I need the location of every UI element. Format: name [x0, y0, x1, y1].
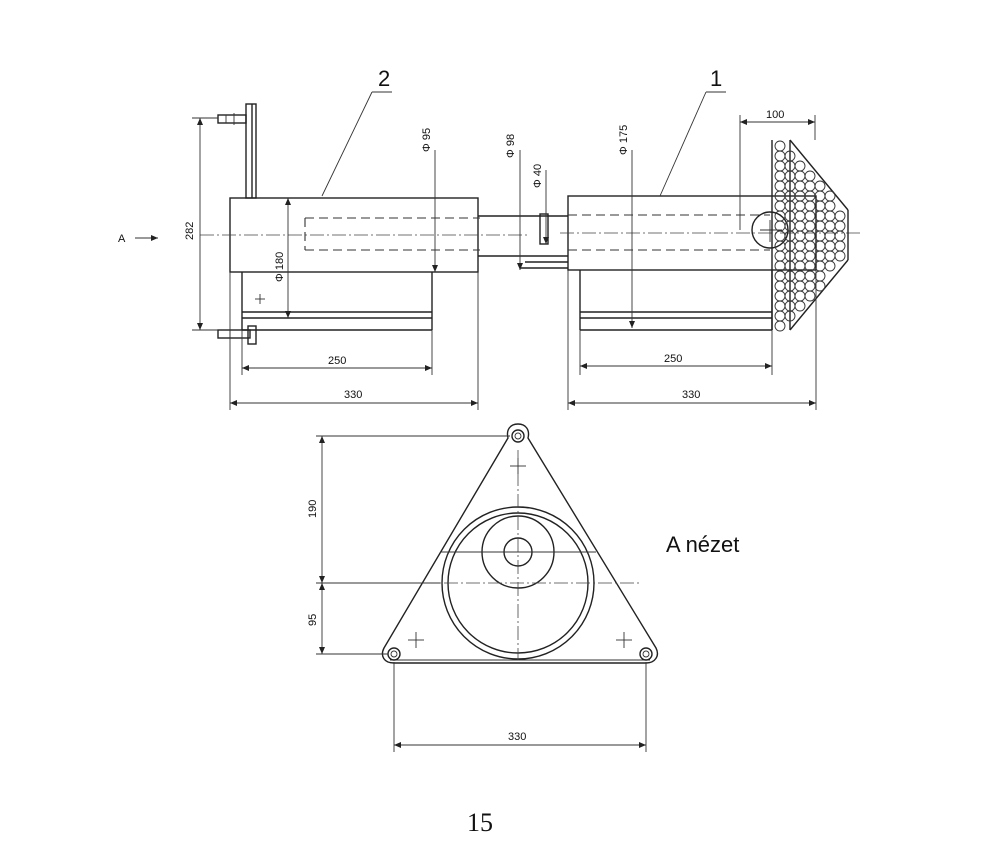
ball — [824, 250, 836, 262]
ball — [774, 180, 786, 192]
dim-330-right: 330 — [682, 389, 700, 401]
ball — [804, 180, 816, 192]
ball — [834, 220, 846, 232]
dimension-lines — [135, 91, 817, 752]
ball — [774, 270, 786, 282]
ball — [824, 230, 836, 242]
ball — [814, 280, 826, 292]
ball — [804, 240, 816, 252]
ball — [834, 240, 846, 252]
ball — [774, 210, 786, 222]
ball — [774, 170, 786, 182]
ball — [834, 250, 846, 262]
ball — [774, 290, 786, 302]
ball — [804, 230, 816, 242]
dim-330-left: 330 — [344, 389, 362, 401]
ball — [794, 200, 806, 212]
ball — [794, 230, 806, 242]
basket-balls — [774, 140, 846, 332]
ball — [794, 210, 806, 222]
ball — [794, 220, 806, 232]
dim-100: 100 — [766, 109, 784, 121]
ball — [774, 280, 786, 292]
ball — [804, 280, 816, 292]
ball — [834, 230, 846, 242]
ball — [774, 310, 786, 322]
ball — [794, 240, 806, 252]
ball — [774, 300, 786, 312]
ball — [794, 290, 806, 302]
dim-phi-98: Φ 98 — [505, 134, 517, 158]
dim-330-bottom: 330 — [508, 731, 526, 743]
page-number: 15 — [467, 808, 493, 837]
callout-part-2: 2 — [378, 66, 390, 91]
dim-phi-40: Φ 40 — [532, 164, 544, 188]
ball — [824, 260, 836, 272]
ball — [774, 160, 786, 172]
ball — [794, 160, 806, 172]
ball — [824, 220, 836, 232]
ball — [814, 270, 826, 282]
view-a-label: A nézet — [666, 532, 739, 557]
ball — [774, 150, 786, 162]
ball — [784, 310, 796, 322]
ball — [794, 280, 806, 292]
dim-phi-95: Φ 95 — [421, 128, 433, 152]
ball — [774, 250, 786, 262]
ball — [804, 270, 816, 282]
dim-phi-180: Φ 180 — [274, 252, 286, 282]
ball — [774, 220, 786, 232]
ball — [824, 190, 836, 202]
ball — [794, 170, 806, 182]
ball — [794, 180, 806, 192]
ball — [794, 300, 806, 312]
ball — [804, 210, 816, 222]
dim-phi-175: Φ 175 — [618, 125, 630, 155]
ball — [774, 320, 786, 332]
ball — [834, 210, 846, 222]
part-1-side-view — [560, 139, 860, 331]
ball — [774, 230, 786, 242]
ball — [804, 200, 816, 212]
ball — [824, 200, 836, 212]
dim-250-right: 250 — [664, 353, 682, 365]
dim-282: 282 — [184, 222, 196, 240]
ball — [824, 240, 836, 252]
ball — [774, 200, 786, 212]
ball — [804, 250, 816, 262]
ball — [814, 180, 826, 192]
view-arrow-label: A — [118, 233, 126, 245]
ball — [794, 270, 806, 282]
dim-250-left: 250 — [328, 355, 346, 367]
view-a-front — [381, 423, 659, 664]
ball — [824, 210, 836, 222]
ball — [804, 220, 816, 232]
ball — [774, 140, 786, 152]
ball — [804, 290, 816, 302]
callout-part-1: 1 — [710, 66, 722, 91]
dim-95: 95 — [307, 614, 319, 626]
connecting-shaft — [478, 213, 568, 269]
part-2-side-view — [200, 103, 530, 345]
dim-190: 190 — [307, 500, 319, 518]
ball — [774, 240, 786, 252]
ball — [794, 250, 806, 262]
ball — [804, 170, 816, 182]
